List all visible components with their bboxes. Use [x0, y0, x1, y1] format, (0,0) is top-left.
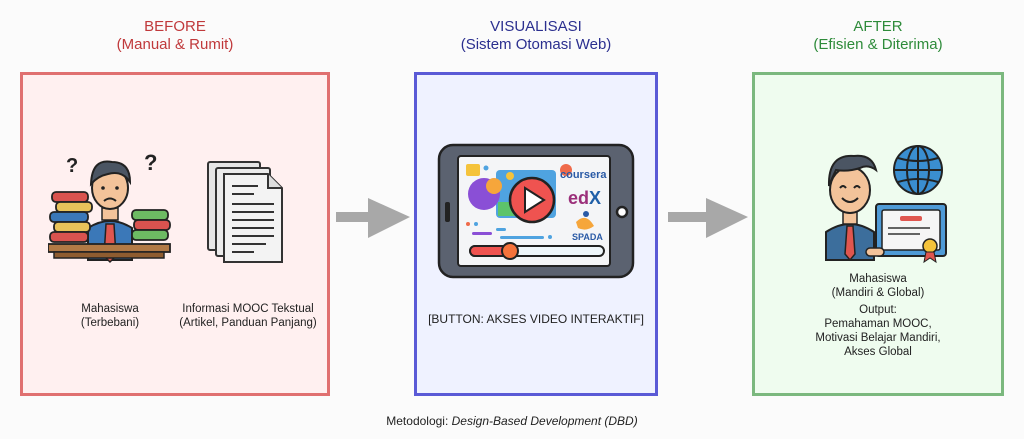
before-subtitle: (Manual & Rumit) — [116, 36, 234, 53]
output-line: Akses Global — [844, 346, 912, 358]
methodology-prefix: Metodologi: — [386, 414, 452, 428]
visualisasi-title: VISUALISASI — [490, 18, 582, 35]
methodology-footer: Metodologi: Design-Based Development (DB… — [0, 414, 1024, 428]
caption-line: Mahasiswa — [849, 273, 907, 285]
happy-student-certificate-icon — [825, 145, 947, 264]
after-subtitle: (Efisien & Diterima) — [813, 36, 943, 53]
arrow-right-icon — [668, 198, 748, 238]
caption-line: (Terbebani) — [80, 317, 140, 329]
caption-line: (Mandiri & Global) — [831, 287, 925, 299]
visualisasi-heading: VISUALISASI (Sistem Otomasi Web) — [414, 18, 658, 54]
methodology-name: Design-Based Development (DBD) — [451, 414, 638, 428]
akses-video-button[interactable]: [BUTTON: AKSES VIDEO INTERAKTIF] — [428, 312, 644, 326]
before-student-caption: Mahasiswa (Terbebani) — [60, 302, 160, 330]
visualisasi-subtitle: (Sistem Otomasi Web) — [460, 36, 612, 53]
edx-logo: edX — [568, 188, 601, 208]
before-heading: BEFORE (Manual & Rumit) — [20, 18, 330, 54]
spada-logo: SPADA — [572, 211, 603, 242]
svg-text:SPADA: SPADA — [572, 232, 603, 242]
coursera-logo: coursera — [560, 169, 607, 181]
globe-icon — [893, 145, 943, 195]
caption-line: Informasi MOOC Tekstual — [182, 303, 314, 315]
caption-line: (Artikel, Panduan Panjang) — [179, 317, 317, 329]
tablet-video-icon[interactable]: coursera edX SPADA — [436, 142, 636, 280]
before-info-caption: Informasi MOOC Tekstual (Artikel, Pandua… — [168, 302, 328, 330]
after-heading: AFTER (Efisien & Diterima) — [752, 18, 1004, 54]
arrow-right-icon — [336, 198, 410, 238]
after-output-caption: Output: Pemahaman MOOC, Motivasi Belajar… — [752, 303, 1004, 359]
svg-text:?: ? — [66, 155, 78, 177]
output-line: Motivasi Belajar Mandiri, — [815, 332, 941, 344]
documents-icon — [207, 161, 283, 263]
output-label: Output: — [859, 304, 897, 316]
svg-text:?: ? — [144, 150, 157, 175]
after-student-caption: Mahasiswa (Mandiri & Global) — [752, 272, 1004, 300]
caption-line: Mahasiswa — [81, 303, 139, 315]
output-line: Pemahaman MOOC, — [824, 318, 932, 330]
stressed-student-icon: ? ? — [48, 150, 171, 264]
before-title: BEFORE — [144, 18, 206, 35]
after-title: AFTER — [853, 18, 903, 35]
